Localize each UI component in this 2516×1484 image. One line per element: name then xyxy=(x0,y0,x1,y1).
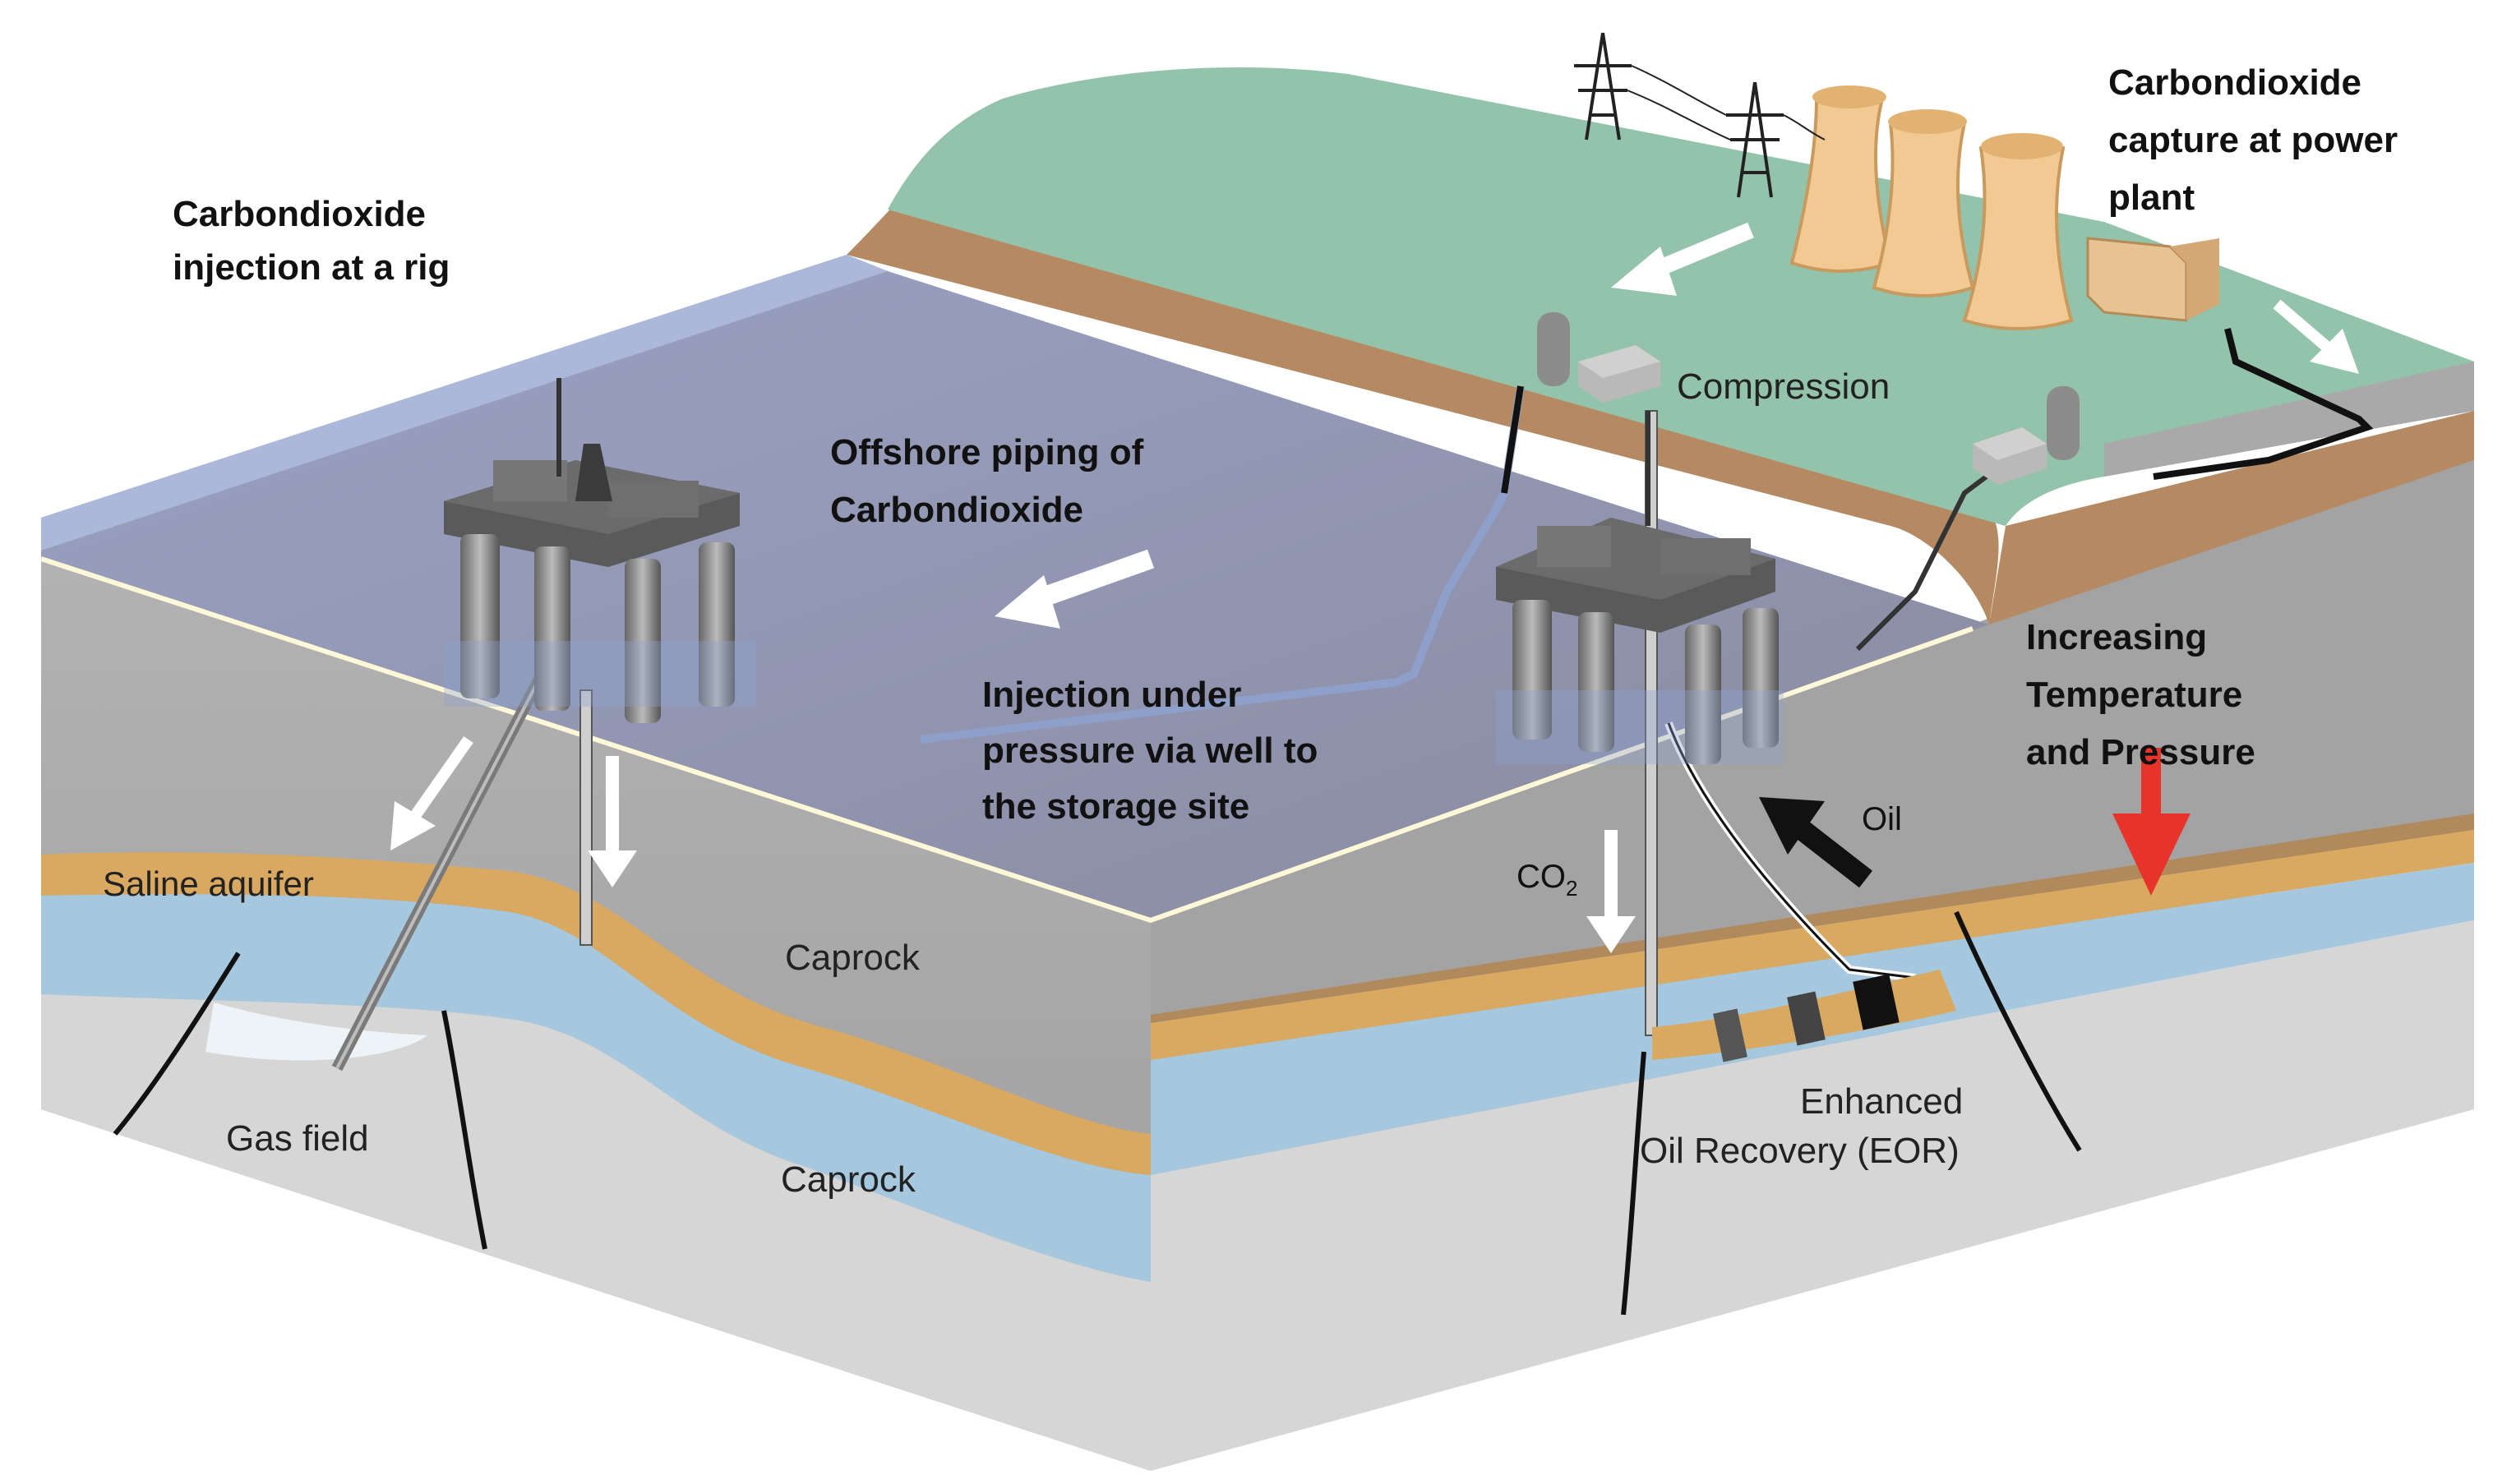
arrow-down-saline xyxy=(588,756,637,887)
label-offshore-piping-1: Offshore piping of xyxy=(830,432,1144,472)
label-offshore-piping-2: Carbondioxide xyxy=(830,490,1083,530)
offshore-rig-left xyxy=(444,378,756,723)
compression-station-upper xyxy=(1537,312,1660,403)
flow-arrows xyxy=(390,222,2359,953)
compression-station-lower xyxy=(1973,386,2080,485)
cooling-tower xyxy=(1962,133,2074,330)
label-co2: CO2 xyxy=(1517,859,1577,901)
label-injection-pressure-2: pressure via well to xyxy=(982,730,1318,771)
label-increasing-1: Increasing xyxy=(2026,617,2207,657)
eor-reservoir xyxy=(1652,970,1956,1062)
label-injection-rig-2: injection at a rig xyxy=(173,247,450,288)
oil-arrow xyxy=(1759,797,1872,888)
label-eor-2: Oil Recovery (EOR) xyxy=(1640,1131,1960,1171)
front-face xyxy=(41,559,1151,1471)
label-capture-2: capture at power xyxy=(2108,120,2398,160)
power-plant xyxy=(1789,85,2219,330)
label-injection-pressure-1: Injection under xyxy=(982,675,1241,715)
offshore-rig-right xyxy=(1496,411,1784,764)
pressure-arrow xyxy=(2112,748,2191,896)
label-increasing-2: Temperature xyxy=(2026,675,2242,715)
label-saline-aquifer: Saline aquifer xyxy=(103,864,314,903)
arrow-capture-to-compression xyxy=(1611,222,1754,296)
cooling-tower xyxy=(1872,109,1975,297)
arrow-plant-to-coast xyxy=(2273,299,2359,374)
arrow-down-left xyxy=(390,735,473,850)
label-capture-3: plant xyxy=(2108,177,2195,218)
label-increasing-3: and Pressure xyxy=(2026,732,2255,772)
label-compression: Compression xyxy=(1677,366,1890,407)
label-oil: Oil xyxy=(1862,801,1902,837)
labels: Carbondioxide injection at a rig Carbond… xyxy=(103,62,2398,1200)
arrow-co2-down xyxy=(1586,830,1636,953)
label-gas-field: Gas field xyxy=(226,1118,369,1159)
arrow-offshore-piping xyxy=(995,549,1155,629)
label-caprock-upper: Caprock xyxy=(785,938,921,978)
power-pylons xyxy=(1574,32,1826,198)
label-injection-rig-1: Carbondioxide xyxy=(173,194,426,234)
label-eor-1: Enhanced xyxy=(1800,1081,1963,1122)
label-injection-pressure-3: the storage site xyxy=(982,786,1249,827)
pipelines xyxy=(331,328,2374,1316)
label-caprock-lower: Caprock xyxy=(781,1159,916,1200)
label-capture-1: Carbondioxide xyxy=(2108,62,2361,103)
